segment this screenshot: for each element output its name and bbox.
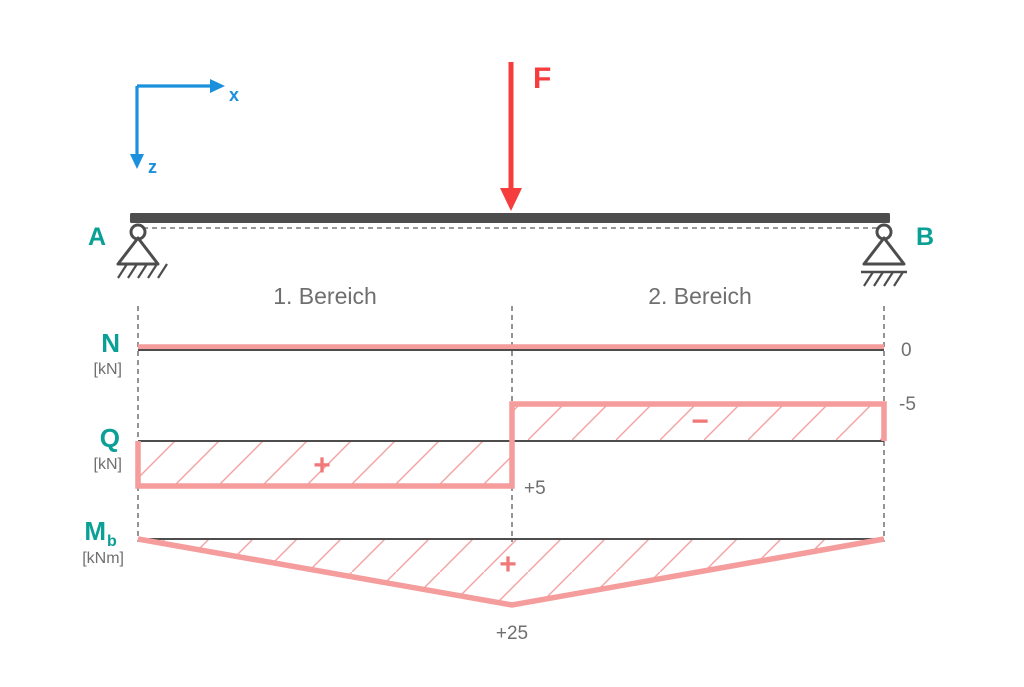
support-a: A (88, 223, 168, 279)
m-unit: [kNm] (82, 550, 124, 567)
shear-force-diagram: Q [kN] + − +5 -5 (94, 394, 916, 499)
m-plus-sign: + (499, 548, 517, 581)
force-arrow: F (500, 62, 551, 211)
support-b-triangle-icon (862, 236, 906, 266)
n-unit: [kN] (94, 361, 122, 378)
n-label: N (101, 328, 120, 358)
support-a-label: A (88, 223, 106, 251)
m-label: M (84, 516, 106, 546)
m-outline (137, 536, 885, 608)
q-unit: [kN] (94, 456, 122, 473)
q-area-negative (512, 405, 882, 440)
q-outline (135, 401, 887, 489)
normal-force-diagram: N [kN] 0 (94, 328, 912, 378)
x-axis-label: x (229, 85, 239, 105)
support-b: B (861, 223, 934, 287)
bending-moment-diagram: M b [kNm] + +25 (82, 516, 885, 644)
beam (130, 213, 890, 229)
x-axis-arrowhead-icon (210, 79, 225, 93)
region-labels: 1. Bereich 2. Bereich (273, 283, 752, 309)
q-value-right: -5 (899, 394, 916, 415)
coordinate-system: x z (130, 79, 239, 177)
q-value-mid: +5 (524, 478, 546, 499)
region-2-label: 2. Bereich (648, 283, 752, 309)
support-b-label: B (916, 223, 934, 251)
q-plus-sign: + (313, 449, 331, 482)
q-label: Q (100, 423, 120, 453)
support-b-ground-hatch-icon (863, 271, 904, 287)
q-minus-sign: − (691, 405, 709, 438)
force-label: F (533, 62, 551, 95)
m-label-subscript: b (107, 533, 117, 550)
support-a-ground-hatch-icon (117, 263, 168, 279)
m-value-apex: +25 (496, 623, 528, 644)
beam-bar (130, 213, 890, 223)
z-axis-arrowhead-icon (130, 154, 144, 169)
m-area (138, 539, 884, 605)
support-a-triangle-icon (116, 236, 160, 266)
region-1-label: 1. Bereich (273, 283, 377, 309)
force-arrowhead-icon (500, 188, 522, 211)
z-axis-label: z (148, 157, 157, 177)
n-value-right: 0 (901, 340, 912, 361)
q-area-positive (140, 441, 512, 485)
